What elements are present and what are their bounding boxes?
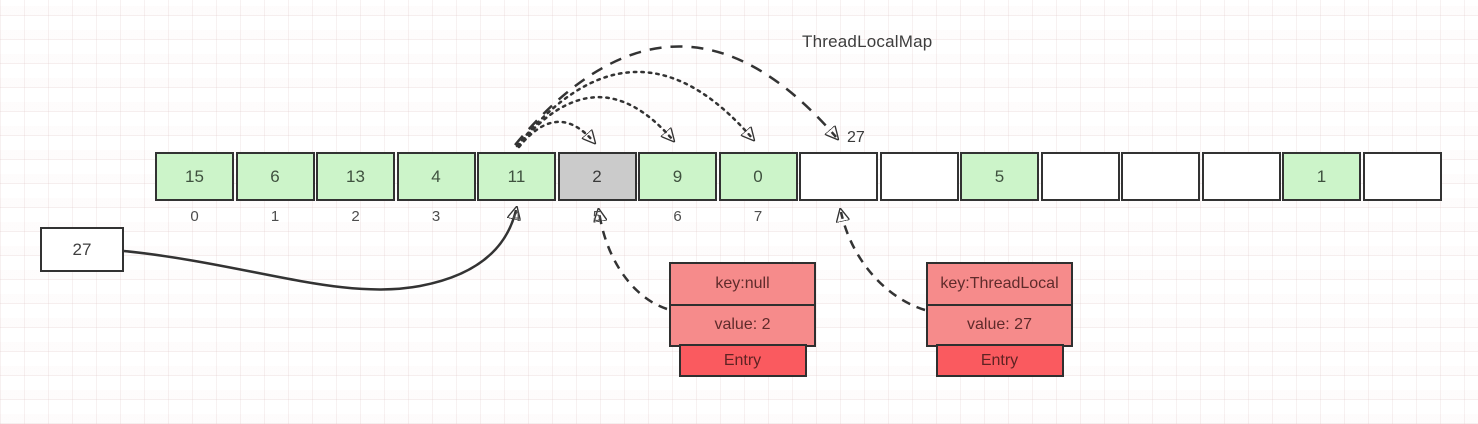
incoming-value: 27 xyxy=(72,239,92,259)
slot-value: 2 xyxy=(592,166,602,186)
probe-arc-slot7 xyxy=(515,70,752,148)
entry-key: key:ThreadLocal xyxy=(926,262,1073,306)
probe-arc-slot5 xyxy=(517,120,593,149)
array-slot-1: 6 xyxy=(235,152,315,201)
slot-index-label-0: 0 xyxy=(190,208,199,225)
slot-index-label-2: 2 xyxy=(351,208,360,225)
entry-value: value: 2 xyxy=(669,303,816,347)
slot-index-label-6: 6 xyxy=(673,208,682,225)
slot-index-label-5: 5 xyxy=(592,208,602,225)
slot-index-label-3: 3 xyxy=(431,208,441,225)
slot-value: 15 xyxy=(185,166,204,186)
probe-arc-slot6 xyxy=(516,95,672,148)
slot-value: 0 xyxy=(753,166,763,186)
entry-key: key:null xyxy=(669,262,816,306)
slot-index-label-1: 1 xyxy=(270,208,280,225)
array-slot-5: 2 xyxy=(557,152,637,201)
slot-index-label-4: 4 xyxy=(512,208,521,225)
array-slot-9 xyxy=(879,152,959,201)
array-slot-11 xyxy=(1040,152,1120,201)
slot-value: 5 xyxy=(994,166,1005,186)
array-slot-2: 13 xyxy=(316,152,395,201)
slot-value: 6 xyxy=(270,166,280,186)
entry-null-pointer xyxy=(599,212,668,311)
array-slot-0: 15 xyxy=(155,152,234,201)
entry-value: value: 27 xyxy=(926,303,1073,347)
incoming-value-box: 27 xyxy=(40,227,124,272)
array-slot-10: 5 xyxy=(960,152,1039,201)
slot-array: 15 0 6 1 13 2 4 3 11 4 2 5 9 6 0 7 5 1 xyxy=(155,152,1445,225)
slot-value: 11 xyxy=(507,166,526,186)
diagram-title: ThreadLocalMap xyxy=(802,32,933,51)
array-slot-15 xyxy=(1362,152,1442,201)
slot-value: 4 xyxy=(431,166,441,186)
array-slot-6: 9 xyxy=(638,152,717,201)
entry-threadlocal-pointer xyxy=(841,212,926,312)
slot-index-label-7: 7 xyxy=(753,208,763,225)
slot-value: 13 xyxy=(346,166,365,186)
entry-card-threadlocal: key:ThreadLocal value: 27 Entry xyxy=(926,262,1073,377)
array-slot-4: 11 xyxy=(477,152,556,201)
array-slot-13 xyxy=(1201,152,1281,201)
entry-footer: Entry xyxy=(678,344,807,377)
array-slot-14: 1 xyxy=(1282,152,1361,201)
array-slot-7: 0 xyxy=(718,152,798,201)
array-slot-12 xyxy=(1121,152,1200,201)
slot-value: 1 xyxy=(1316,166,1327,186)
array-slot-8 xyxy=(799,152,878,201)
slot-value: 9 xyxy=(672,166,683,186)
probe-value-label: 27 xyxy=(847,129,865,146)
array-slot-3: 4 xyxy=(396,152,476,201)
probe-arc-slot8 xyxy=(514,45,836,146)
entry-card-null: key:null value: 2 Entry xyxy=(669,262,816,377)
entry-footer: Entry xyxy=(935,344,1064,377)
